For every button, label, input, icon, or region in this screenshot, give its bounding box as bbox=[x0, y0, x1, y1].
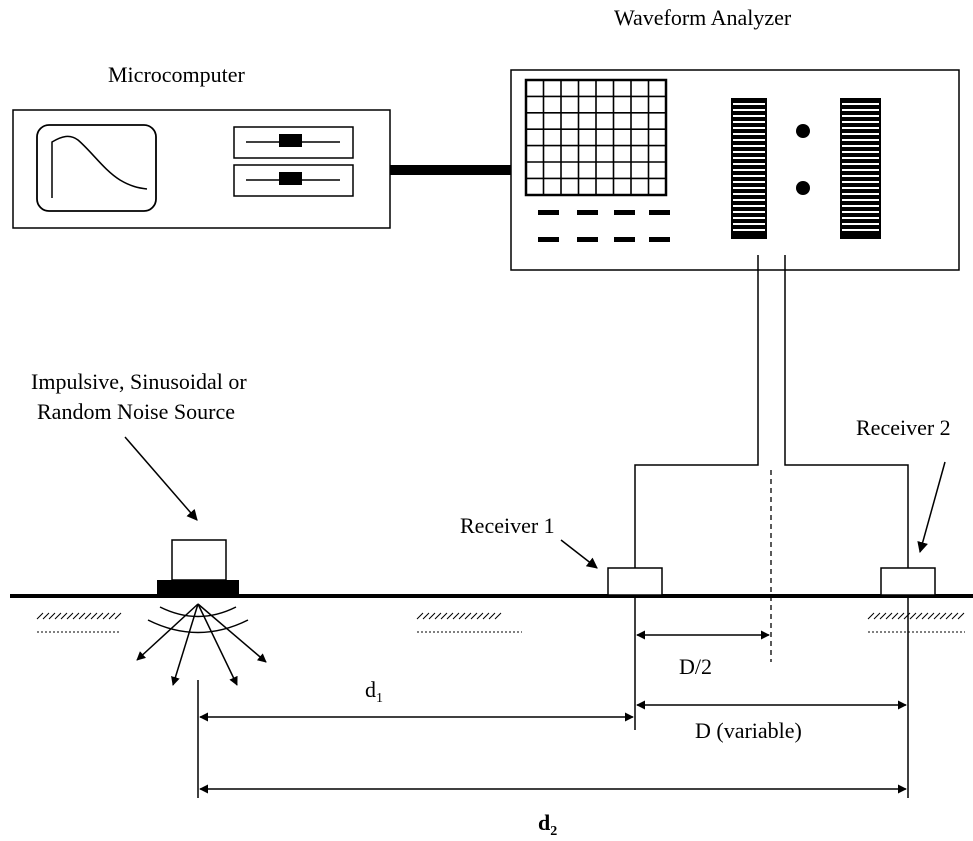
analyzer-buttons bbox=[538, 210, 670, 242]
d2-label-main: d bbox=[538, 810, 550, 835]
d1-label: d1 bbox=[365, 677, 383, 706]
source-label-line2: Random Noise Source bbox=[37, 399, 235, 424]
dimension-extension-lines bbox=[197, 597, 909, 798]
half-d-label: D/2 bbox=[679, 654, 712, 679]
hatch-2 bbox=[416, 612, 522, 633]
waveform-analyzer bbox=[510, 69, 960, 271]
d1-label-subscript: 1 bbox=[376, 691, 383, 706]
microcomputer-screen bbox=[36, 124, 157, 212]
disk-drive-1 bbox=[233, 126, 354, 159]
dimension-arrows bbox=[199, 630, 907, 794]
hatch-3 bbox=[867, 612, 965, 633]
d1-label-main: d bbox=[365, 677, 376, 702]
analyzer-screen-grid bbox=[524, 78, 668, 197]
waveform-analyzer-label: Waveform Analyzer bbox=[614, 5, 792, 30]
source-pointer-arrow bbox=[124, 436, 198, 521]
receiver-1-label: Receiver 1 bbox=[460, 513, 555, 538]
receiver-2-pointer-arrow bbox=[917, 461, 946, 554]
d-variable-label: D (variable) bbox=[695, 718, 802, 743]
disk-drive-2 bbox=[233, 164, 354, 197]
d2-label-subscript: 2 bbox=[550, 824, 557, 839]
receiver-2 bbox=[880, 567, 936, 596]
d2-label: d2 bbox=[538, 810, 557, 839]
microcomputer bbox=[12, 109, 391, 229]
wave-propagation bbox=[136, 603, 267, 686]
data-cable bbox=[390, 165, 511, 175]
analyzer-slot-bank-right bbox=[840, 98, 881, 239]
receiver-cables bbox=[634, 255, 909, 568]
ground-hatching bbox=[36, 612, 965, 633]
analyzer-slot-bank-left bbox=[731, 98, 767, 239]
receiver-1-pointer-arrow bbox=[560, 539, 598, 569]
decay-curve bbox=[51, 135, 148, 198]
receiver-1 bbox=[607, 567, 663, 596]
analyzer-knob-1 bbox=[796, 124, 810, 138]
hatch-1 bbox=[36, 612, 122, 633]
source-label-line1: Impulsive, Sinusoidal or bbox=[31, 369, 247, 394]
analyzer-knob-2 bbox=[796, 181, 810, 195]
microcomputer-label: Microcomputer bbox=[108, 62, 246, 87]
receiver-2-label: Receiver 2 bbox=[856, 415, 951, 440]
noise-source bbox=[157, 539, 239, 594]
